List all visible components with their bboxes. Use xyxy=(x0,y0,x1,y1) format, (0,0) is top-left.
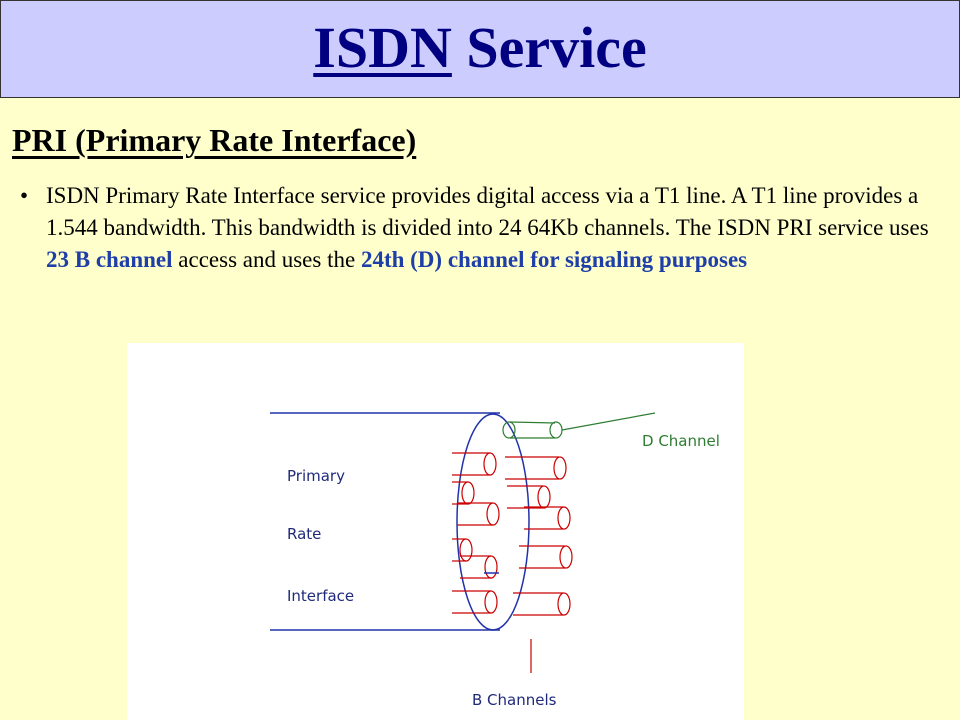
highlight-b-channel: 23 B channel xyxy=(46,247,173,272)
pri-diagram: Primary Rate Interface D Channel B Chann… xyxy=(127,343,744,720)
cable-end-ellipse xyxy=(456,413,530,631)
d-channel-wire xyxy=(502,412,656,439)
b-channel-wires xyxy=(452,452,573,673)
bullet-icon: • xyxy=(20,183,29,208)
bullet-item: • ISDN Primary Rate Interface service pr… xyxy=(20,180,950,276)
label-interface: Interface xyxy=(287,587,354,605)
section-heading: PRI (Primary Rate Interface) xyxy=(12,122,417,158)
label-primary: Primary xyxy=(287,467,345,485)
title-bar xyxy=(0,0,960,98)
title-service: Service xyxy=(466,15,647,80)
bullet-text-middle: access and uses the xyxy=(172,247,361,272)
bullet-text-before: ISDN Primary Rate Interface service prov… xyxy=(46,183,929,240)
highlight-d-channel: 24th (D) channel for signaling purposes xyxy=(360,247,748,272)
title-isdn: ISDN xyxy=(313,15,452,80)
label-rate: Rate xyxy=(287,525,321,543)
pri-cable-illustration: Primary Rate Interface D Channel B Chann… xyxy=(270,412,720,709)
page-title: ISDN Service xyxy=(0,12,960,84)
bullet-text: ISDN Primary Rate Interface service prov… xyxy=(46,180,950,276)
label-d-channel: D Channel xyxy=(642,432,720,450)
label-b-channels: B Channels xyxy=(472,691,557,709)
